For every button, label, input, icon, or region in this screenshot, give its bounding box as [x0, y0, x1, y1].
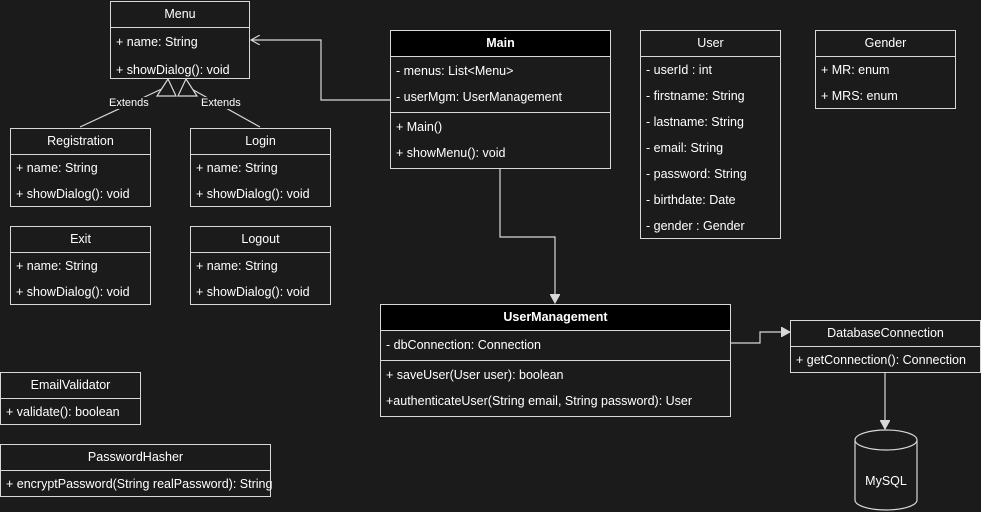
usermanagement-db-association: [731, 332, 790, 344]
methods-section: + saveUser(User user): boolean +authenti…: [381, 360, 730, 416]
field: + name: String: [116, 35, 198, 49]
method: + getConnection(): Connection: [796, 353, 966, 367]
class-login[interactable]: Login + name: String + showDialog(): voi…: [190, 128, 331, 207]
class-title: UserManagement: [381, 305, 730, 331]
class-title: Registration: [11, 129, 150, 155]
class-usermanagement[interactable]: UserManagement - dbConnection: Connectio…: [380, 304, 731, 417]
extends-label-left: Extends: [108, 97, 150, 109]
field: - userId : int: [646, 63, 712, 77]
method: + showMenu(): void: [396, 146, 506, 160]
class-databaseconnection[interactable]: DatabaseConnection + getConnection(): Co…: [790, 320, 981, 373]
field: + name: String: [196, 161, 278, 175]
field: - userMgm: UserManagement: [396, 90, 563, 104]
method: + showDialog(): void: [16, 285, 130, 299]
field: - password: String: [646, 167, 747, 181]
registration-inheritance-triangle: [155, 77, 177, 97]
database-label: MySQL: [865, 474, 907, 488]
method: + showDialog(): void: [16, 187, 130, 201]
field: + name: String: [16, 259, 98, 273]
field: - lastname: String: [646, 115, 744, 129]
database-cylinder-icon[interactable]: [853, 428, 919, 512]
class-title: Exit: [11, 227, 150, 253]
class-title: Gender: [816, 31, 955, 57]
field: - dbConnection: Connection: [386, 338, 541, 352]
field: + MRS: enum: [821, 89, 898, 103]
main-usermanagement-association: [499, 168, 555, 303]
field: - gender : Gender: [646, 219, 745, 233]
field: - menus: List<Menu>: [396, 64, 514, 78]
field: - birthdate: Date: [646, 193, 736, 207]
method: + showDialog(): void: [116, 63, 230, 77]
class-gender[interactable]: Gender + MR: enum + MRS: enum: [815, 30, 956, 109]
field: + name: String: [196, 259, 278, 273]
class-title: Login: [191, 129, 330, 155]
class-logout[interactable]: Logout + name: String + showDialog(): vo…: [190, 226, 331, 305]
class-main[interactable]: Main - menus: List<Menu> - userMgm: User…: [390, 30, 611, 169]
class-user[interactable]: User - userId : int - firstname: String …: [640, 30, 781, 239]
class-exit[interactable]: Exit + name: String + showDialog(): void: [10, 226, 151, 305]
class-title: DatabaseConnection: [791, 321, 980, 347]
class-title: Logout: [191, 227, 330, 253]
fields-section: + name: String: [111, 28, 249, 57]
class-title: PasswordHasher: [1, 445, 270, 471]
class-registration[interactable]: Registration + name: String + showDialog…: [10, 128, 151, 207]
field: - firstname: String: [646, 89, 745, 103]
method: + saveUser(User user): boolean: [386, 368, 564, 382]
field: - email: String: [646, 141, 724, 155]
method: + showDialog(): void: [196, 285, 310, 299]
class-title: EmailValidator: [1, 373, 140, 399]
methods-section: + Main() + showMenu(): void: [391, 112, 610, 168]
class-menu[interactable]: Menu + name: String + showDialog(): void: [110, 1, 250, 79]
method: + encryptPassword(String realPassword): …: [6, 477, 273, 491]
class-emailvalidator[interactable]: EmailValidator + validate(): boolean: [0, 372, 141, 425]
method: + showDialog(): void: [196, 187, 310, 201]
class-title: Main: [391, 31, 610, 57]
method: + Main(): [396, 120, 443, 134]
field: + name: String: [16, 161, 98, 175]
class-title: Menu: [111, 2, 249, 28]
fields-section: - dbConnection: Connection: [381, 331, 730, 360]
method: +authenticateUser(String email, String p…: [386, 394, 693, 408]
fields-section: - menus: List<Menu> - userMgm: UserManag…: [391, 57, 610, 112]
method: + validate(): boolean: [6, 405, 120, 419]
extends-label-right: Extends: [200, 97, 242, 109]
login-inheritance-triangle: [177, 77, 199, 97]
main-menu-association: [251, 40, 390, 101]
class-passwordhasher[interactable]: PasswordHasher + encryptPassword(String …: [0, 444, 273, 497]
class-title: User: [641, 31, 780, 57]
field: + MR: enum: [821, 63, 890, 77]
